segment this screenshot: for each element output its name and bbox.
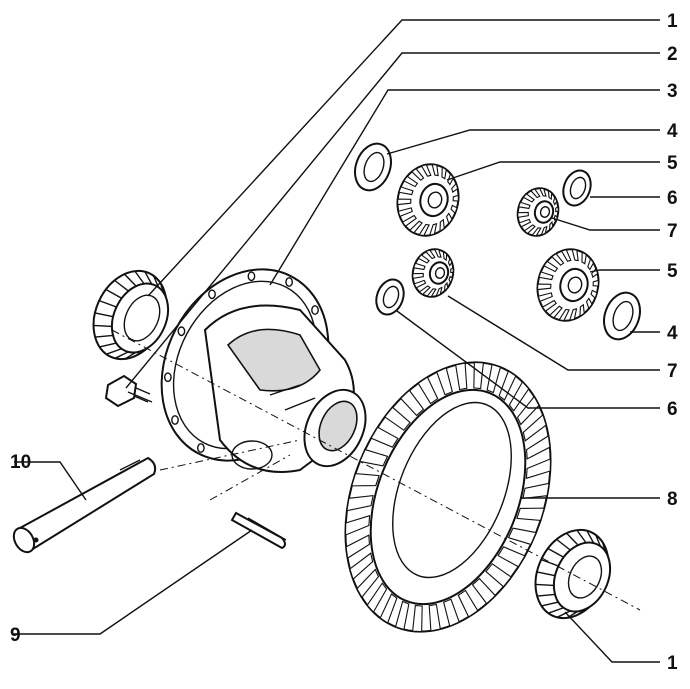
differential-case [129,240,377,490]
bolt [106,376,152,406]
washer-6-top [559,167,596,210]
washer-4-bottom [598,288,646,345]
pinion-gear-top [512,184,563,241]
side-gear-top [390,157,467,242]
bevel-gear-tooth [538,284,551,290]
pin [232,513,286,548]
callout-4-top: 4 [667,121,678,142]
ring-gear-tooth [352,474,379,486]
bevel-gear-tooth [442,167,446,179]
washer-6-bottom [372,276,409,319]
callout-10: 10 [10,452,31,473]
side-gear-right [530,242,607,327]
pinion-gear-left [407,245,458,302]
bearing-right [522,518,623,630]
bearing-roller [536,584,554,585]
bevel-gear-tooth [593,280,598,286]
callout-6-top: 6 [667,188,678,209]
callout-9: 9 [10,625,21,646]
bevel-gear-tooth [453,195,458,201]
callout-6-bottom: 6 [667,399,678,420]
callout-2: 2 [667,44,678,65]
callout-8: 8 [667,489,678,510]
callout-1-top: 1 [667,11,678,32]
washer-4-top [349,139,397,196]
bevel-gear-tooth [398,199,411,205]
callout-4-bottom: 4 [667,323,678,344]
callout-5-top: 5 [667,153,678,174]
bearing-roller [94,325,112,326]
ring-gear-tooth [517,508,544,520]
callout-5-bottom: 5 [667,261,678,282]
bevel-gear-tooth [582,252,586,264]
callout-7-bottom: 7 [667,361,678,382]
callout-7-top: 7 [667,221,678,242]
shaft [10,458,155,556]
callout-3: 3 [667,81,678,102]
callout-1-bottom: 1 [667,653,678,674]
